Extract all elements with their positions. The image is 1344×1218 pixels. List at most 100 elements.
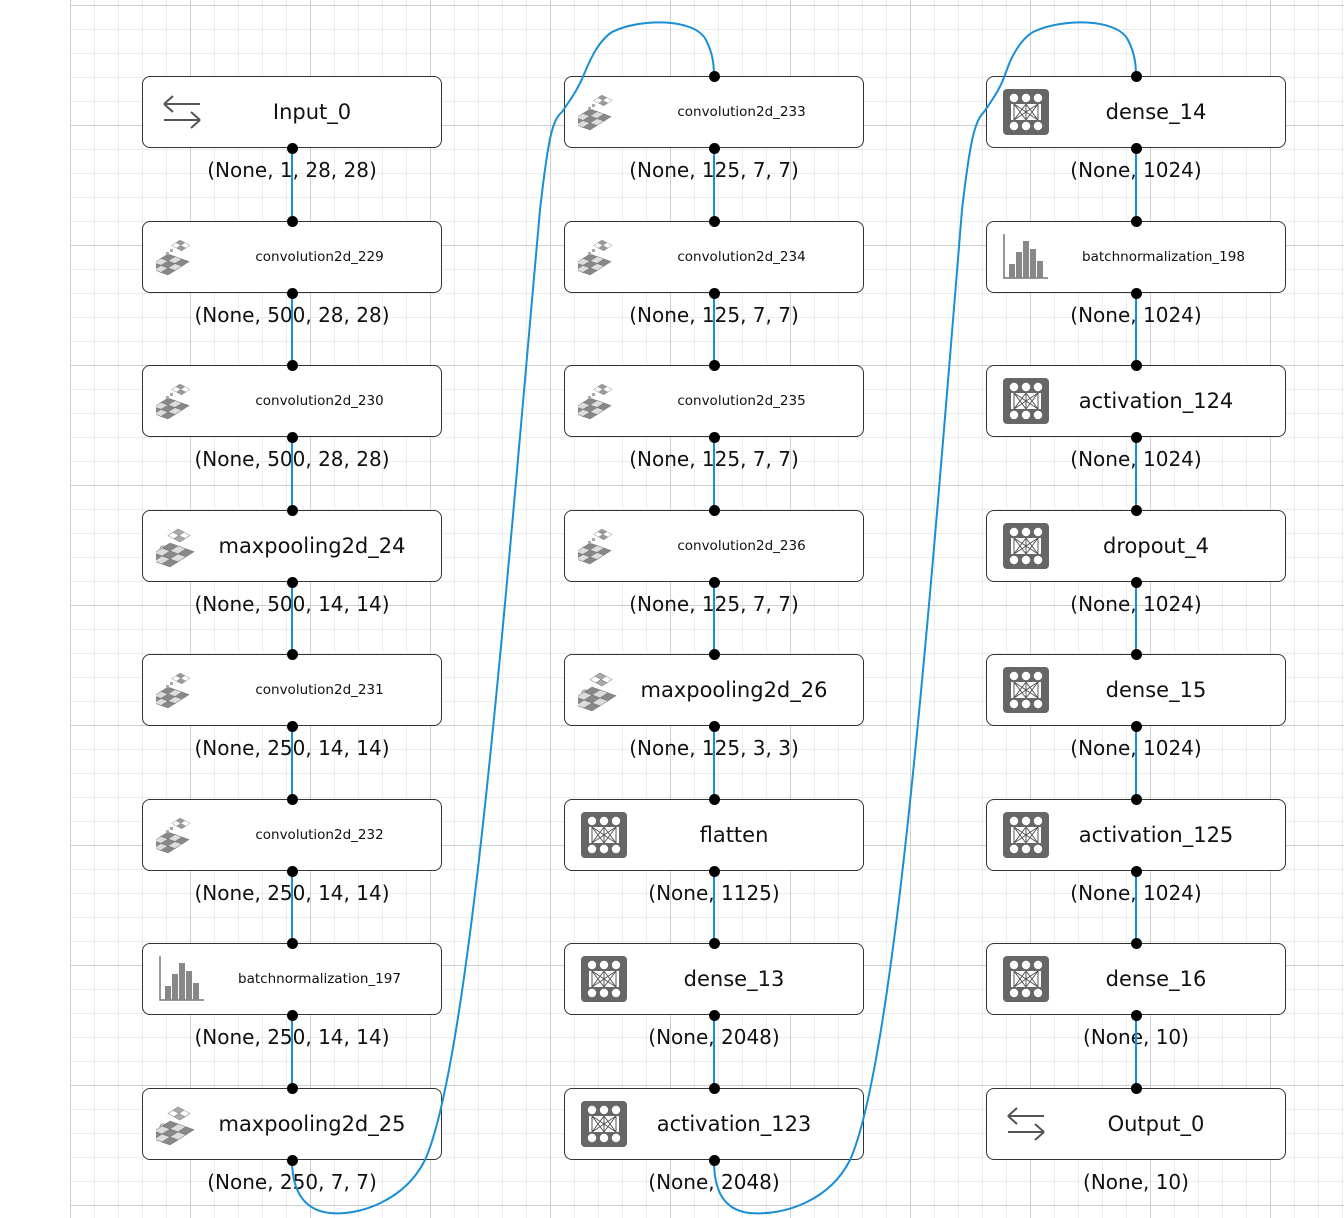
layer-name: dense_13 [683,967,785,991]
histogram-icon [156,954,208,1004]
output-port[interactable] [708,287,720,299]
layer-name: dropout_4 [1103,534,1209,558]
layer-node-batchnormalization-198[interactable]: batchnormalization_198 [986,221,1286,293]
output-port[interactable] [286,720,298,732]
layer-node-convolution2d-235[interactable]: convolution2d_235 [564,365,864,437]
convolution-grid-icon [156,665,208,715]
input-port[interactable] [1130,793,1142,805]
output-port[interactable] [708,720,720,732]
layer-name: convolution2d_236 [677,538,806,554]
convolution-grid-icon [156,810,208,860]
layer-name: convolution2d_230 [255,393,384,409]
layer-node-dense-16[interactable]: dense_16 [986,943,1286,1015]
input-port[interactable] [708,937,720,949]
output-port[interactable] [708,576,720,588]
input-port[interactable] [1130,215,1142,227]
input-port[interactable] [1130,70,1142,82]
layer-node-convolution2d-236[interactable]: convolution2d_236 [564,510,864,582]
layer-node-convolution2d-234[interactable]: convolution2d_234 [564,221,864,293]
input-port[interactable] [286,648,298,660]
graph-canvas[interactable] [70,0,1344,1218]
output-port[interactable] [708,431,720,443]
pooling-grid-icon [156,1099,208,1149]
layer-node-activation-123[interactable]: activation_123 [564,1088,864,1160]
layer-node-convolution2d-232[interactable]: convolution2d_232 [142,799,442,871]
input-port[interactable] [1130,504,1142,516]
wrap-connector [713,21,1137,1215]
input-port[interactable] [708,70,720,82]
dense-network-icon [578,954,630,1004]
convolution-grid-icon [578,232,630,282]
output-port[interactable] [1130,142,1142,154]
layer-node-flatten[interactable]: flatten [564,799,864,871]
layer-node-activation-125[interactable]: activation_125 [986,799,1286,871]
output-port[interactable] [286,865,298,877]
input-port[interactable] [708,1082,720,1094]
convolution-grid-icon [578,521,630,571]
layer-name: convolution2d_235 [677,393,806,409]
output-port[interactable] [1130,431,1142,443]
output-port[interactable] [708,142,720,154]
output-port[interactable] [1130,287,1142,299]
output-port[interactable] [1130,720,1142,732]
layer-name: maxpooling2d_24 [218,534,406,558]
layer-node-maxpooling2d-24[interactable]: maxpooling2d_24 [142,510,442,582]
input-port[interactable] [708,504,720,516]
layer-node-dropout-4[interactable]: dropout_4 [986,510,1286,582]
input-port[interactable] [1130,1082,1142,1094]
output-shape-label: (None, 10) [1083,1170,1189,1194]
layer-name: convolution2d_229 [255,249,384,265]
layer-name: dense_15 [1105,678,1207,702]
histogram-icon [1000,232,1052,282]
output-port[interactable] [1130,865,1142,877]
output-port[interactable] [708,1154,720,1166]
layer-name: activation_123 [656,1112,812,1136]
layer-node-dense-15[interactable]: dense_15 [986,654,1286,726]
layer-node-convolution2d-233[interactable]: convolution2d_233 [564,76,864,148]
output-arrows-icon [1000,1099,1052,1149]
layer-name: batchnormalization_198 [1082,249,1245,265]
convolution-grid-icon [578,376,630,426]
input-port[interactable] [286,937,298,949]
input-port[interactable] [1130,937,1142,949]
layer-node-batchnormalization-197[interactable]: batchnormalization_197 [142,943,442,1015]
layer-name: dense_16 [1105,967,1207,991]
input-port[interactable] [286,504,298,516]
input-port[interactable] [286,793,298,805]
input-port[interactable] [708,215,720,227]
input-port[interactable] [286,215,298,227]
layer-node-dense-13[interactable]: dense_13 [564,943,864,1015]
output-port[interactable] [286,1009,298,1021]
layer-name: maxpooling2d_25 [218,1112,406,1136]
output-port[interactable] [286,142,298,154]
dense-network-icon [1000,954,1052,1004]
dense-network-icon [1000,376,1052,426]
input-port[interactable] [286,1082,298,1094]
input-port[interactable] [708,359,720,371]
input-port[interactable] [708,793,720,805]
pooling-grid-icon [156,521,208,571]
input-port[interactable] [286,359,298,371]
output-port[interactable] [708,1009,720,1021]
layer-name: convolution2d_234 [677,249,806,265]
output-port[interactable] [286,576,298,588]
dense-network-icon [1000,810,1052,860]
output-port[interactable] [1130,576,1142,588]
output-port[interactable] [708,865,720,877]
layer-name: convolution2d_231 [255,682,384,698]
layer-node-dense-14[interactable]: dense_14 [986,76,1286,148]
output-port[interactable] [286,431,298,443]
output-port[interactable] [286,1154,298,1166]
layer-node-maxpooling2d-25[interactable]: maxpooling2d_25 [142,1088,442,1160]
output-port[interactable] [286,287,298,299]
input-arrows-icon [156,87,208,137]
left-margin [0,0,70,1218]
input-port[interactable] [1130,359,1142,371]
output-port[interactable] [1130,1009,1142,1021]
layer-name: flatten [699,823,769,847]
input-port[interactable] [1130,648,1142,660]
input-port[interactable] [708,648,720,660]
layer-name: Output_0 [1107,1112,1205,1136]
layer-node-activation-124[interactable]: activation_124 [986,365,1286,437]
wrap-connector [291,21,715,1215]
